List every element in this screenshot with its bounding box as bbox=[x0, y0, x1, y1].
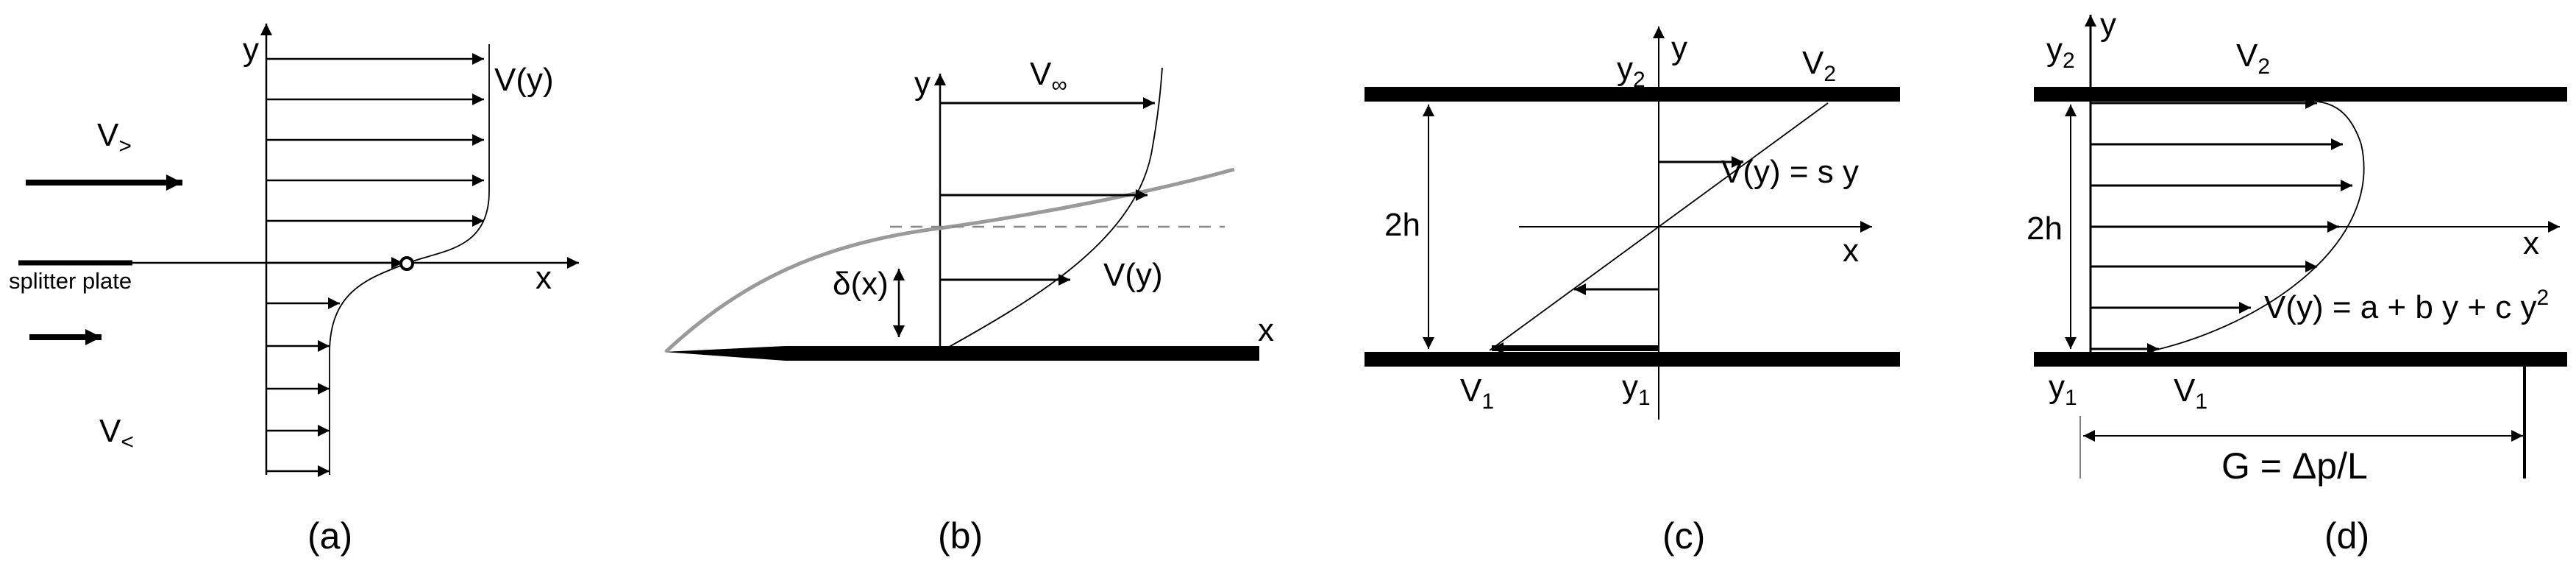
top-velocity-label: V2 bbox=[2236, 38, 2270, 79]
x-axis-label: x bbox=[1843, 233, 1859, 269]
top-wall-label: y2 bbox=[1617, 51, 1645, 92]
inflection-marker bbox=[399, 256, 414, 271]
panel-d: y x 2h y2 V2 V(y) = a + b y + c y2 y1 V1… bbox=[2027, 7, 2567, 557]
panel-b: y x δ(x) V∞ V(y) (b) bbox=[663, 56, 1274, 557]
bottom-wall-label: y1 bbox=[2049, 369, 2077, 410]
velocity-arrows bbox=[2091, 97, 2352, 355]
y-axis-label: y bbox=[243, 32, 259, 68]
panel-b-caption: (b) bbox=[938, 515, 983, 557]
x-axis-label: x bbox=[536, 260, 552, 296]
bottom-velocity-label: V1 bbox=[2174, 372, 2207, 414]
flat-plate bbox=[663, 346, 1259, 361]
y-axis-label: y bbox=[914, 66, 931, 102]
x-axis-label: x bbox=[1258, 312, 1274, 348]
gradient-label: G = Δp/L bbox=[2221, 445, 2368, 487]
gap-label: 2h bbox=[2027, 211, 2063, 247]
panel-a-caption: (a) bbox=[307, 515, 352, 557]
profile-label: V(y) bbox=[1103, 257, 1163, 293]
bottom-velocity-label: V1 bbox=[1460, 372, 1494, 414]
splitter-plate-label: splitter plate bbox=[9, 268, 132, 294]
profile-label: V(y) bbox=[494, 62, 554, 98]
y-axis-label: y bbox=[1671, 30, 1687, 66]
upper-stream-label: V> bbox=[97, 117, 132, 158]
bottom-wall bbox=[2034, 352, 2567, 367]
panel-a: y x V(y) V> splitter plate V< (a) bbox=[9, 24, 579, 557]
freestream-label: V∞ bbox=[1030, 56, 1067, 97]
panel-c: y x 2h y2 V2 V(y) = s y V1 y1 (c) bbox=[1365, 27, 1900, 557]
linear-profile bbox=[1489, 102, 1829, 351]
parabolic-profile bbox=[2153, 101, 2365, 351]
bottom-wall bbox=[1365, 352, 1900, 367]
gap-label: 2h bbox=[1384, 207, 1420, 243]
velocity-arrows bbox=[940, 97, 1155, 286]
profile-label: V(y) = a + b y + c y2 bbox=[2264, 286, 2549, 325]
top-wall-label: y2 bbox=[2046, 32, 2075, 73]
profile-label: V(y) = s y bbox=[1721, 154, 1859, 190]
panel-c-caption: (c) bbox=[1662, 515, 1705, 557]
velocity-profile-curve bbox=[939, 67, 1163, 353]
velocity-arrows bbox=[266, 53, 484, 477]
panel-d-caption: (d) bbox=[2324, 515, 2369, 557]
top-wall bbox=[2034, 87, 2567, 102]
thickness-label: δ(x) bbox=[833, 266, 889, 302]
bottom-wall-label: y1 bbox=[1622, 369, 1651, 410]
x-axis-label: x bbox=[2523, 225, 2539, 261]
lower-stream-label: V< bbox=[99, 413, 134, 454]
y-axis-label: y bbox=[2100, 7, 2116, 43]
top-velocity-label: V2 bbox=[1802, 45, 1836, 86]
